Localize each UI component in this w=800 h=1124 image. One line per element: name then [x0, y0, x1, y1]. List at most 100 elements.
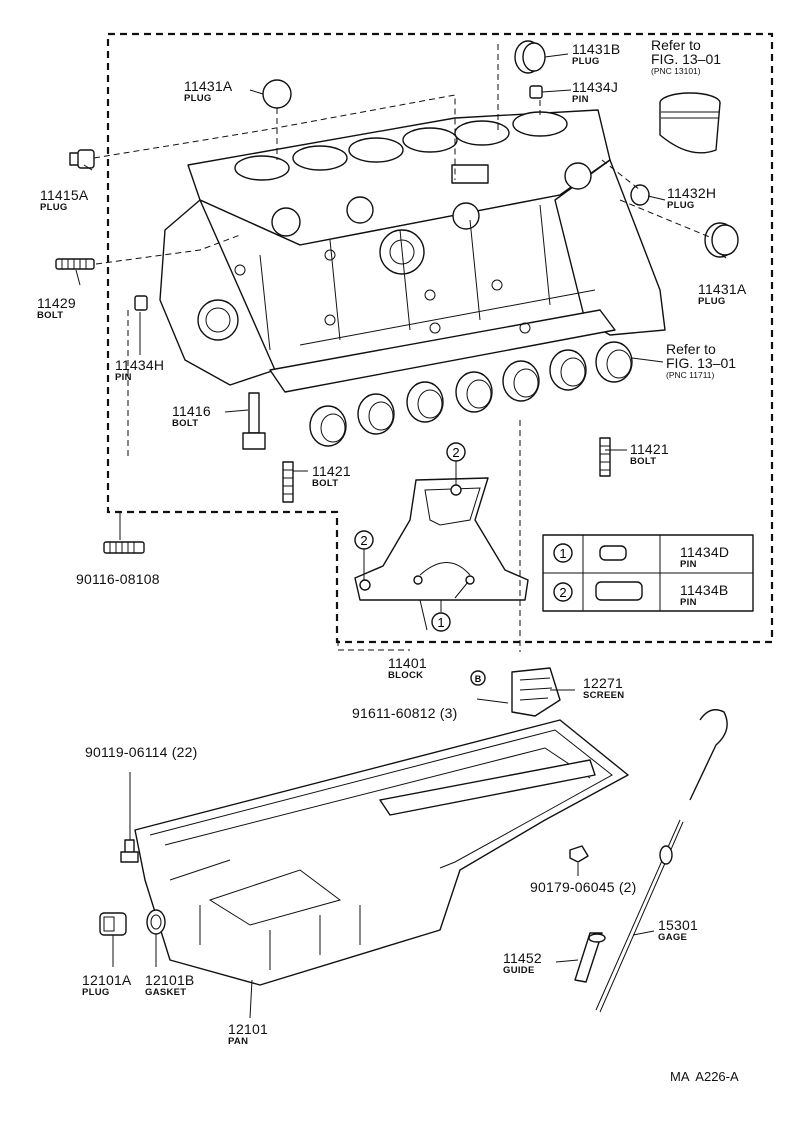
- legend-callout-2: 2: [559, 585, 566, 600]
- part-number: 11452: [503, 950, 542, 966]
- label-12101: 12101 PAN: [228, 1022, 268, 1047]
- stud-11421-left: [282, 461, 294, 503]
- bolt-11416: [242, 392, 266, 450]
- part-number: 15301: [658, 917, 698, 933]
- legend-callout-1: 1: [559, 546, 566, 561]
- part-name: PLUG: [667, 200, 695, 211]
- ref-piston: Refer to FIG. 13–01 (PNC 13101): [651, 38, 721, 76]
- part-name: PAN: [228, 1036, 249, 1047]
- ref-pnc: (PNC 13101): [651, 66, 701, 76]
- bolt-11429: [55, 258, 95, 270]
- part-name: PIN: [680, 559, 697, 570]
- callout-b: B: [475, 674, 482, 684]
- part-number: 11415A: [40, 187, 89, 203]
- plug-11432H: [630, 184, 650, 206]
- main-bearing-set: [309, 341, 633, 447]
- part-name: BOLT: [312, 478, 339, 489]
- legend-row-1-number: 11434D PIN: [680, 545, 729, 570]
- part-number: 11401: [388, 655, 427, 671]
- label-11432H: 11432H PLUG: [667, 186, 716, 211]
- dipstick-guide: [574, 932, 606, 983]
- label-11421-left: 11421 BOLT: [312, 464, 351, 489]
- nut-90179-06045: [569, 845, 589, 863]
- part-name: PLUG: [40, 202, 68, 213]
- callout-2-rear-left: 2: [360, 533, 367, 548]
- part-name: PLUG: [698, 296, 726, 307]
- ref-line1: Refer to: [666, 341, 716, 357]
- oil-pan: [134, 719, 629, 986]
- label-11429: 11429 BOLT: [37, 296, 76, 321]
- oil-screen: [511, 667, 561, 717]
- part-number: 12271: [583, 675, 623, 691]
- ref-bearing: Refer to FIG. 13–01 (PNC 11711): [666, 342, 736, 380]
- ref-pnc: (PNC 11711): [666, 370, 715, 380]
- label-11434J: 11434J PIN: [572, 80, 618, 105]
- part-name: GASKET: [145, 987, 187, 998]
- bolt-90119-06114: [120, 839, 139, 863]
- part-name: GUIDE: [503, 965, 535, 976]
- ref-line1: Refer to: [651, 37, 701, 53]
- stud-11421-right: [599, 437, 611, 477]
- catalog-code: MA A226-A: [670, 1069, 739, 1084]
- part-name: PIN: [572, 94, 589, 105]
- dipstick-gage: [595, 709, 728, 1013]
- part-number: 11434D: [680, 544, 730, 560]
- part-number: 12101A: [82, 972, 132, 988]
- part-number: 91611-60812 (3): [352, 705, 458, 721]
- leader-lines: [75, 53, 727, 1019]
- label-11421-right: 11421 BOLT: [630, 442, 669, 467]
- part-name: PIN: [115, 372, 132, 383]
- plug-11431B: [514, 40, 546, 74]
- part-number: 11432H: [667, 185, 717, 201]
- label-11434H: 11434H PIN: [115, 358, 164, 383]
- label-11452: 11452 GUIDE: [503, 951, 542, 976]
- part-number: 11421: [312, 463, 351, 479]
- label-11431A-top: 11431A PLUG: [184, 79, 232, 104]
- label-90179-06045: 90179-06045 (2): [530, 880, 637, 894]
- part-name: PLUG: [82, 987, 110, 998]
- part-name: SCREEN: [583, 690, 625, 701]
- stud-90116-08108: [103, 541, 145, 554]
- part-number: 11434J: [572, 79, 619, 95]
- label-90116-08108: 90116-08108: [76, 572, 160, 586]
- part-name: BLOCK: [388, 670, 424, 681]
- part-number: 90116-08108: [76, 571, 160, 587]
- part-number: 12101B: [145, 972, 195, 988]
- label-11416: 11416 BOLT: [172, 404, 211, 429]
- gasket-12101B: [146, 909, 166, 935]
- part-name: BOLT: [37, 310, 64, 321]
- drain-plug-12101A: [99, 912, 127, 936]
- label-90119-06114: 90119-06114 (22): [85, 745, 197, 759]
- label-11415A: 11415A PLUG: [40, 188, 88, 213]
- part-number: 90179-06045 (2): [530, 879, 637, 895]
- plug-11415A: [69, 149, 95, 169]
- pin-legend-frame: [542, 534, 754, 612]
- part-number: 11431A: [184, 78, 233, 94]
- part-name: PLUG: [184, 93, 212, 104]
- label-12101A: 12101A PLUG: [82, 973, 131, 998]
- part-number: 12101: [228, 1021, 268, 1037]
- pin-11434H: [134, 295, 148, 311]
- plug-11431A-top: [262, 79, 292, 109]
- part-name: BOLT: [630, 456, 657, 467]
- label-11431A-right: 11431A PLUG: [698, 282, 746, 307]
- label-12101B: 12101B GASKET: [145, 973, 194, 998]
- part-number: 11431A: [698, 281, 747, 297]
- label-12271: 12271 SCREEN: [583, 676, 624, 701]
- cylinder-block: [159, 109, 666, 393]
- block-assembly-boundary: [106, 32, 774, 644]
- label-15301: 15301 GAGE: [658, 918, 698, 943]
- block-rear-view: [354, 477, 529, 601]
- part-number: 11421: [630, 441, 669, 457]
- plug-11431A-right: [704, 222, 739, 258]
- part-number: 11434B: [680, 582, 729, 598]
- part-name: BOLT: [172, 418, 199, 429]
- piston-reference: [659, 92, 721, 154]
- part-name: GAGE: [658, 932, 688, 943]
- part-number: 11434H: [115, 357, 165, 373]
- label-11401: 11401 BLOCK: [388, 656, 427, 681]
- part-name: PLUG: [572, 56, 600, 67]
- ref-line2: FIG. 13–01: [666, 355, 737, 371]
- callout-2-rear-top: 2: [452, 445, 459, 460]
